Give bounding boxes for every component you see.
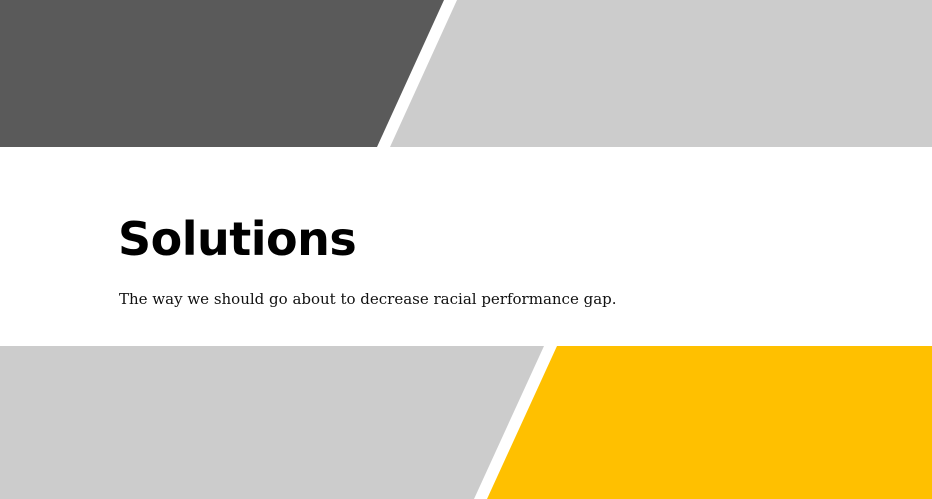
- slide-subtitle: The way we should go about to decrease r…: [119, 290, 617, 308]
- dark-gray-parallelogram: [0, 0, 444, 147]
- slide-title: Solutions: [118, 212, 357, 266]
- bottom-decorative-band: [0, 346, 932, 499]
- light-gray-parallelogram: [390, 0, 932, 147]
- yellow-parallelogram: [487, 346, 932, 499]
- top-decorative-band: [0, 0, 932, 147]
- light-gray-parallelogram-bottom: [0, 346, 544, 499]
